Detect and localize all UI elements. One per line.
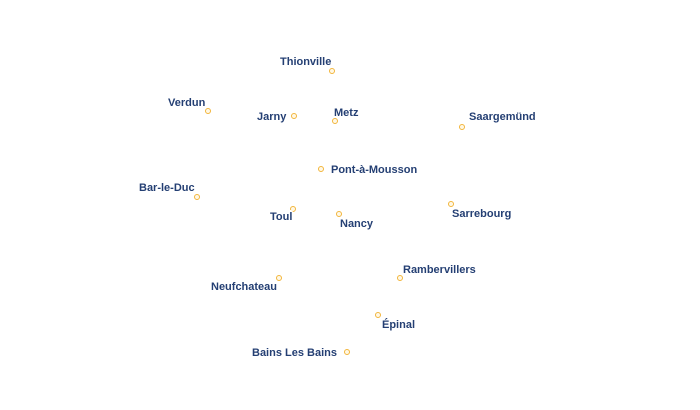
place-label: Verdun bbox=[168, 97, 206, 109]
place-label: Nancy bbox=[340, 218, 374, 230]
place-marker-icon bbox=[291, 113, 297, 119]
place-label: Pont-à-Mousson bbox=[331, 164, 418, 176]
place-label: Bar-le-Duc bbox=[139, 182, 195, 194]
place-marker-icon bbox=[205, 108, 211, 114]
place-marker-icon bbox=[344, 349, 350, 355]
place-marker-icon bbox=[336, 211, 342, 217]
place-label: Thionville bbox=[280, 56, 332, 68]
place-marker-icon bbox=[290, 206, 296, 212]
place-label: Neufchateau bbox=[211, 281, 278, 293]
place-marker-icon bbox=[194, 194, 200, 200]
place-label: Bains Les Bains bbox=[252, 347, 337, 359]
place-marker-icon bbox=[459, 124, 465, 130]
place-label: Metz bbox=[334, 107, 359, 119]
place-marker-icon bbox=[276, 275, 282, 281]
place-marker-icon bbox=[375, 312, 381, 318]
place-label: Rambervillers bbox=[403, 264, 476, 276]
place-marker-icon bbox=[318, 166, 324, 172]
place-label: Jarny bbox=[257, 111, 287, 123]
place-marker-icon bbox=[397, 275, 403, 281]
place-label: Saargemünd bbox=[469, 111, 536, 123]
place-label: Sarrebourg bbox=[452, 208, 512, 220]
place-marker-icon bbox=[329, 68, 335, 74]
place-marker-icon bbox=[332, 118, 338, 124]
place-label: Toul bbox=[270, 211, 293, 223]
place-label: Épinal bbox=[382, 319, 416, 331]
place-marker-icon bbox=[448, 201, 454, 207]
